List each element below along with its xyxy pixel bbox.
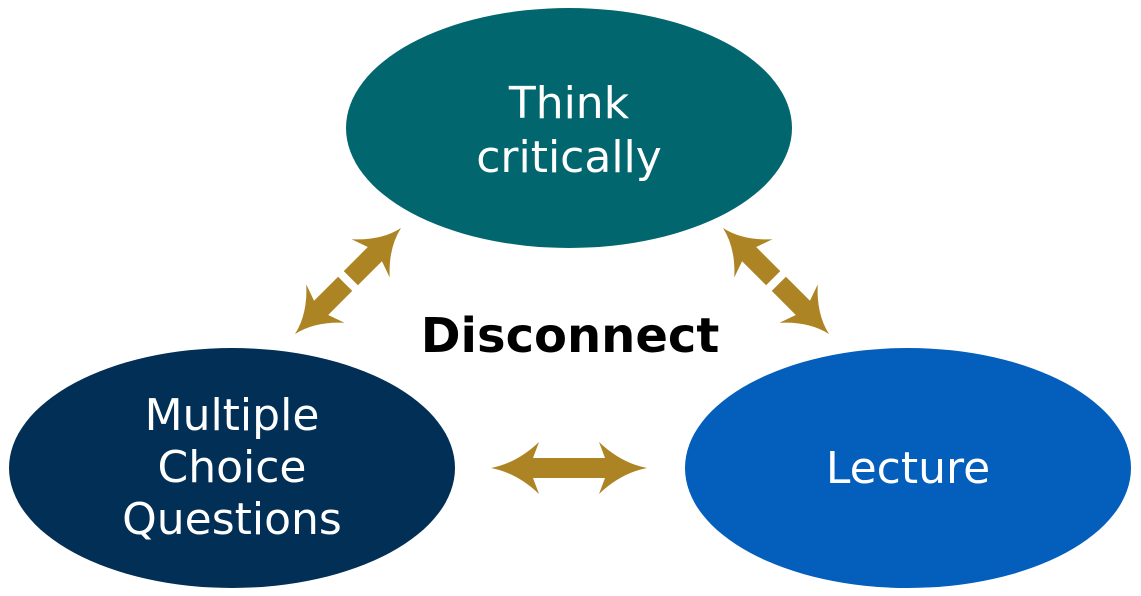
disconnect-label: Disconnect xyxy=(421,308,720,364)
lecture-label: Lecture xyxy=(826,443,990,494)
mcq-ellipse xyxy=(9,348,455,588)
double-arrow-mcq-lecture xyxy=(491,442,647,494)
mcq-label-line-3: Questions xyxy=(122,494,342,545)
node-think-critically: Think critically xyxy=(346,8,792,248)
lecture-ellipse xyxy=(685,348,1131,588)
node-lecture: Lecture xyxy=(685,348,1131,588)
think-label-line-1: Think xyxy=(508,78,630,129)
double-arrow-mcq-think xyxy=(294,227,402,335)
node-multiple-choice-questions: Multiple Choice Questions xyxy=(9,348,455,588)
mcq-label-line-1: Multiple xyxy=(145,390,320,441)
double-arrow-think-lecture xyxy=(722,227,830,335)
think-label-line-2: critically xyxy=(476,132,662,183)
mcq-label-line-2: Choice xyxy=(157,442,306,493)
think-ellipse xyxy=(346,8,792,248)
